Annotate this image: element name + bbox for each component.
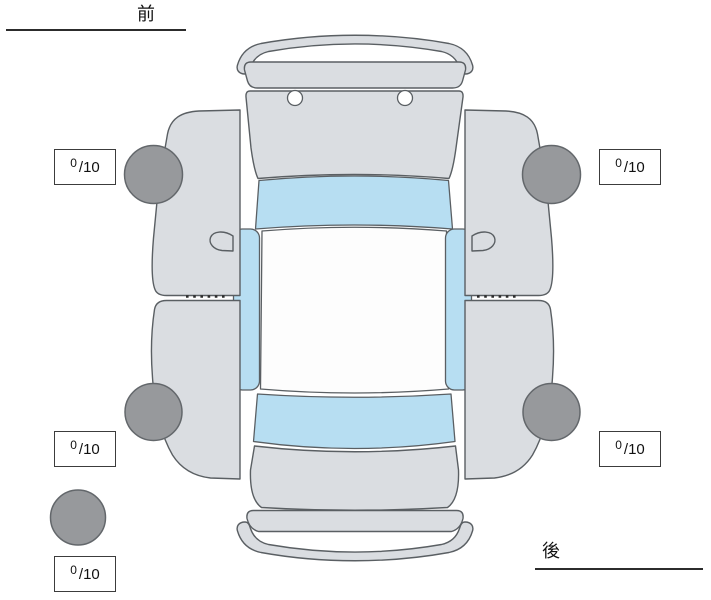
wheel-rear-left-icon — [124, 382, 183, 442]
score-box-rear-right: 0 /10 — [599, 431, 661, 467]
score-value-rear-right: 0 — [615, 438, 622, 452]
roof — [259, 226, 450, 394]
score-max-spare: /10 — [78, 565, 100, 583]
score-max-front-right: /10 — [623, 158, 645, 176]
score-max-rear-right: /10 — [623, 440, 645, 458]
score-value-front-left: 0 — [70, 156, 77, 170]
right-rear-panel — [464, 299, 555, 480]
right-front-panel — [464, 109, 554, 297]
score-value-spare: 0 — [70, 563, 77, 577]
windshield-glass — [254, 175, 454, 230]
score-box-rear-left: 0 /10 — [54, 431, 116, 467]
score-value-rear-left: 0 — [70, 438, 77, 452]
wheel-front-right-icon — [521, 144, 582, 205]
wheel-rear-right-icon — [522, 382, 581, 442]
score-max-front-left: /10 — [78, 158, 100, 176]
score-value-front-right: 0 — [615, 156, 622, 170]
wheel-front-left-icon — [123, 144, 184, 205]
rear-bumper — [246, 509, 464, 533]
rear-underline — [535, 568, 703, 570]
score-max-rear-left: /10 — [78, 440, 100, 458]
hood-washer-right-icon — [396, 89, 414, 107]
left-front-panel — [151, 109, 241, 297]
score-box-front-right: 0 /10 — [599, 149, 661, 185]
hood-washer-left-icon — [286, 89, 304, 107]
score-box-spare: 0 /10 — [54, 556, 116, 592]
front-bumper — [243, 61, 467, 89]
rear-bumper-edge — [236, 521, 474, 562]
trunk — [249, 445, 460, 511]
rear-label: 後 — [542, 541, 560, 561]
spare-wheel-icon — [49, 489, 107, 546]
left-mirror-icon — [209, 231, 234, 252]
score-box-front-left: 0 /10 — [54, 149, 116, 185]
front-underline — [6, 29, 186, 31]
front-label: 前 — [137, 4, 155, 24]
rear-window-glass — [252, 393, 456, 450]
hood — [245, 90, 464, 180]
right-mirror-icon — [471, 231, 496, 252]
left-rear-panel — [150, 299, 241, 480]
